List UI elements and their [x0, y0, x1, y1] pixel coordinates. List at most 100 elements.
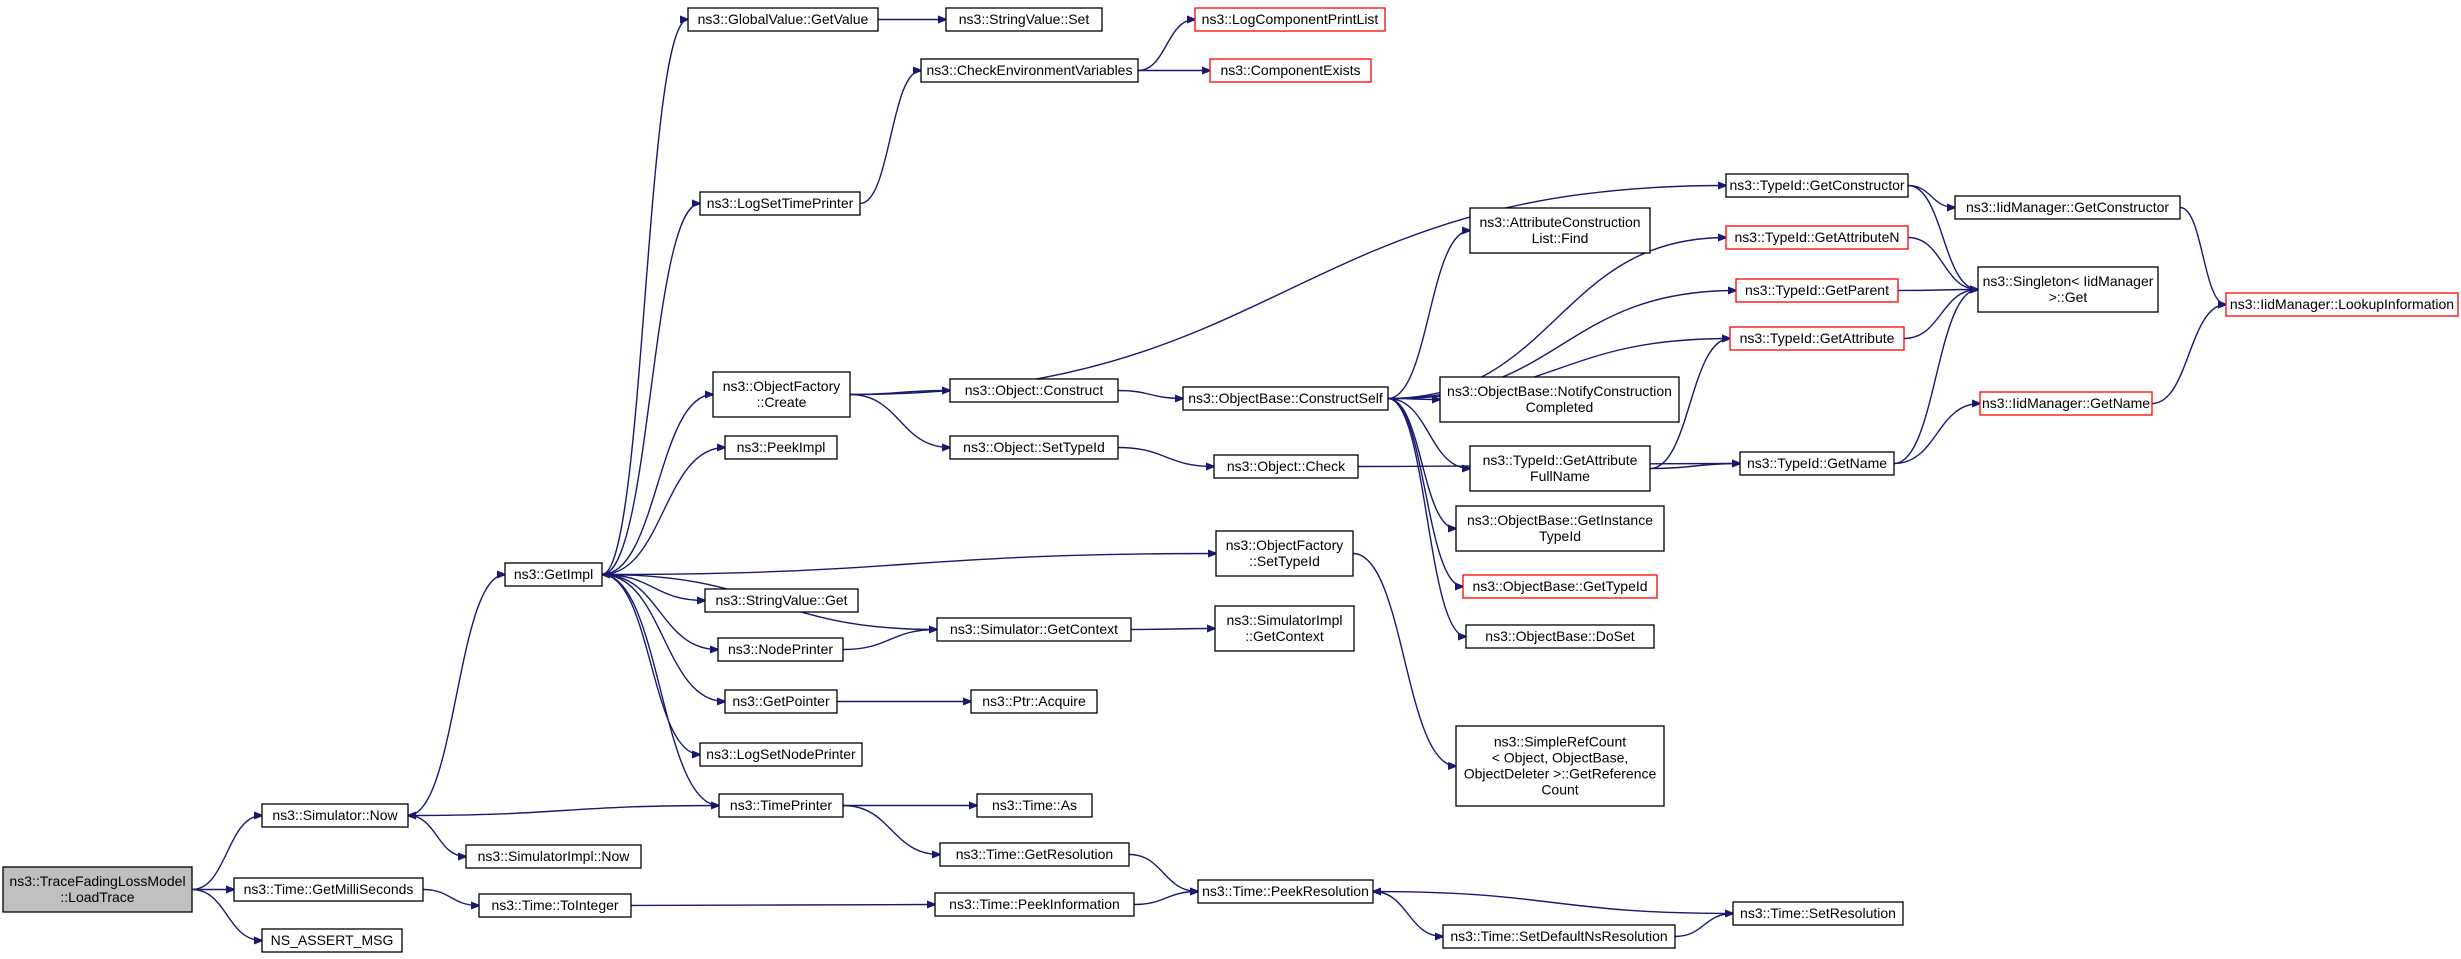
- node-box: [1182, 386, 1389, 411]
- node-gvgetvalue[interactable]: ns3::GlobalValue::GetValue: [687, 7, 879, 32]
- node-box: [936, 617, 1132, 642]
- node-logsettp[interactable]: ns3::LogSetTimePrinter: [699, 191, 861, 216]
- node-label: ns3::ObjectBase::ConstructSelf: [1188, 390, 1383, 406]
- edge-getimpl-to-svget: [601, 573, 705, 601]
- node-timepeekres[interactable]: ns3::Time::PeekResolution: [1197, 879, 1374, 904]
- node-setdefres[interactable]: ns3::Time::SetDefaultNsResolution: [1442, 924, 1676, 949]
- node-label: ns3::Singleton< IidManager: [1983, 273, 2154, 289]
- node-obcs[interactable]: ns3::ObjectBase::ConstructSelf: [1182, 386, 1389, 411]
- node-box: [1194, 7, 1386, 32]
- node-ptracquire[interactable]: ns3::Ptr::Acquire: [970, 689, 1098, 714]
- node-getpointer[interactable]: ns3::GetPointer: [724, 689, 838, 714]
- node-tointeger[interactable]: ns3::Time::ToInteger: [478, 893, 632, 918]
- node-simimplnow[interactable]: ns3::SimulatorImpl::Now: [465, 844, 642, 869]
- node-timeas[interactable]: ns3::Time::As: [976, 793, 1093, 818]
- node-iidlookup[interactable]: ns3::IidManager::LookupInformation: [2225, 292, 2459, 317]
- node-label: ns3::ObjectFactory: [723, 378, 841, 394]
- node-objsettid[interactable]: ns3::Object::SetTypeId: [949, 435, 1119, 460]
- edge-timesetres-to-timepeekres: [1373, 892, 1734, 915]
- edge-tointeger-to-timepeekinfo: [630, 905, 935, 906]
- node-label: ns3::TypeId::GetConstructor: [1729, 177, 1904, 193]
- node-label: FullName: [1530, 468, 1590, 484]
- edge-simgetctx-to-simimplgetctx: [1130, 629, 1215, 630]
- node-obgettid[interactable]: ns3::ObjectBase::GetTypeId: [1462, 574, 1658, 599]
- node-label: ::GetContext: [1245, 628, 1324, 644]
- node-timeprinter[interactable]: ns3::TimePrinter: [718, 793, 844, 818]
- node-timepeekinfo[interactable]: ns3::Time::PeekInformation: [934, 892, 1135, 917]
- node-checkenv[interactable]: ns3::CheckEnvironmentVariables: [920, 58, 1139, 83]
- node-peekimpl[interactable]: ns3::PeekImpl: [724, 435, 838, 460]
- node-svset[interactable]: ns3::StringValue::Set: [945, 7, 1103, 32]
- edge-simnow-to-getimpl: [407, 575, 505, 817]
- node-box: [1465, 624, 1655, 649]
- node-simnow[interactable]: ns3::Simulator::Now: [261, 803, 409, 828]
- node-label: ns3::ObjectBase::DoSet: [1485, 628, 1635, 644]
- node-label: ns3::IidManager::GetConstructor: [1966, 199, 2169, 215]
- node-label: ns3::LogSetNodePrinter: [706, 746, 856, 762]
- node-box: [1213, 454, 1359, 479]
- node-tidgetctor[interactable]: ns3::TypeId::GetConstructor: [1725, 173, 1909, 198]
- node-box: [1729, 326, 1905, 351]
- edge-obcs-to-tidgetattrn: [1387, 238, 1726, 400]
- node-ofsettid[interactable]: ns3::ObjectFactory::SetTypeId: [1215, 530, 1354, 577]
- node-ofcreate[interactable]: ns3::ObjectFactory::Create: [712, 371, 851, 418]
- node-label: ns3::Object::Check: [1227, 458, 1346, 474]
- node-objconstruct[interactable]: ns3::Object::Construct: [949, 378, 1119, 403]
- node-tidgetname[interactable]: ns3::TypeId::GetName: [1739, 451, 1895, 476]
- edge-getimpl-to-logsetnp: [601, 573, 700, 755]
- edge-timeprinter-to-timegetres: [842, 804, 940, 855]
- node-label: ns3::LogComponentPrintList: [1202, 11, 1379, 27]
- node-iidgetctor[interactable]: ns3::IidManager::GetConstructor: [1954, 195, 2181, 220]
- edge-nodeprinter-to-simgetctx: [842, 630, 937, 651]
- node-getms[interactable]: ns3::Time::GetMilliSeconds: [233, 877, 424, 902]
- node-simgetctx[interactable]: ns3::Simulator::GetContext: [936, 617, 1132, 642]
- node-obdoset[interactable]: ns3::ObjectBase::DoSet: [1465, 624, 1655, 649]
- node-label: ns3::Simulator::GetContext: [950, 621, 1118, 637]
- node-svget[interactable]: ns3::StringValue::Get: [704, 588, 859, 613]
- node-simplerefcount[interactable]: ns3::SimpleRefCount< Object, ObjectBase,…: [1455, 725, 1665, 807]
- node-logcpl[interactable]: ns3::LogComponentPrintList: [1194, 7, 1386, 32]
- node-box: [1455, 725, 1665, 807]
- node-box: [1197, 879, 1374, 904]
- edge-tidgetctor-to-singletonget: [1907, 184, 1978, 290]
- edge-checkenv-to-logcpl: [1137, 20, 1195, 72]
- node-box: [1439, 376, 1680, 423]
- node-box: [949, 435, 1119, 460]
- node-simimplgetctx[interactable]: ns3::SimulatorImpl::GetContext: [1214, 605, 1355, 652]
- node-obnc[interactable]: ns3::ObjectBase::NotifyConstructionCompl…: [1439, 376, 1680, 423]
- node-nodeprinter[interactable]: ns3::NodePrinter: [717, 637, 844, 662]
- node-box: [699, 191, 861, 216]
- node-iidgetname[interactable]: ns3::IidManager::GetName: [1979, 391, 2153, 416]
- edge-tidgetattrn-to-singletonget: [1907, 236, 1978, 290]
- node-timegetres[interactable]: ns3::Time::GetResolution: [939, 842, 1130, 867]
- edge-root-to-simnow: [191, 816, 262, 891]
- node-label: ns3::SimulatorImpl: [1227, 612, 1343, 628]
- edge-timeprinter-to-simnow: [408, 804, 720, 816]
- node-box: [1462, 574, 1658, 599]
- node-logsetnp[interactable]: ns3::LogSetNodePrinter: [699, 742, 863, 767]
- node-label: ns3::Ptr::Acquire: [982, 693, 1086, 709]
- node-root[interactable]: ns3::TraceFadingLossModel::LoadTrace: [2, 866, 193, 913]
- node-box: [687, 7, 879, 32]
- edge-tidgetparent-to-singletonget: [1897, 290, 1978, 291]
- edge-timegetres-to-timepeekres: [1128, 853, 1198, 892]
- node-tidgetattrn[interactable]: ns3::TypeId::GetAttributeN: [1725, 225, 1909, 250]
- node-label: ns3::Object::SetTypeId: [963, 439, 1105, 455]
- node-singletonget[interactable]: ns3::Singleton< IidManager>::Get: [1977, 266, 2159, 313]
- node-objcheck[interactable]: ns3::Object::Check: [1213, 454, 1359, 479]
- node-label: ns3::StringValue::Set: [959, 11, 1090, 27]
- node-timesetres[interactable]: ns3::Time::SetResolution: [1732, 901, 1904, 926]
- node-nsassert[interactable]: NS_ASSERT_MSG: [261, 928, 403, 953]
- node-box: [465, 844, 642, 869]
- edge-obcs-to-tidgafn: [1387, 397, 1470, 469]
- node-compexists[interactable]: ns3::ComponentExists: [1209, 58, 1372, 83]
- node-label: ns3::IidManager::GetName: [1982, 395, 2150, 411]
- node-tidgetparent[interactable]: ns3::TypeId::GetParent: [1735, 278, 1899, 303]
- node-tidgetattr[interactable]: ns3::TypeId::GetAttribute: [1729, 326, 1905, 351]
- node-getimpl[interactable]: ns3::GetImpl: [504, 562, 603, 587]
- edge-objconstruct-to-obcs: [1117, 389, 1183, 399]
- node-label: Count: [1541, 782, 1578, 798]
